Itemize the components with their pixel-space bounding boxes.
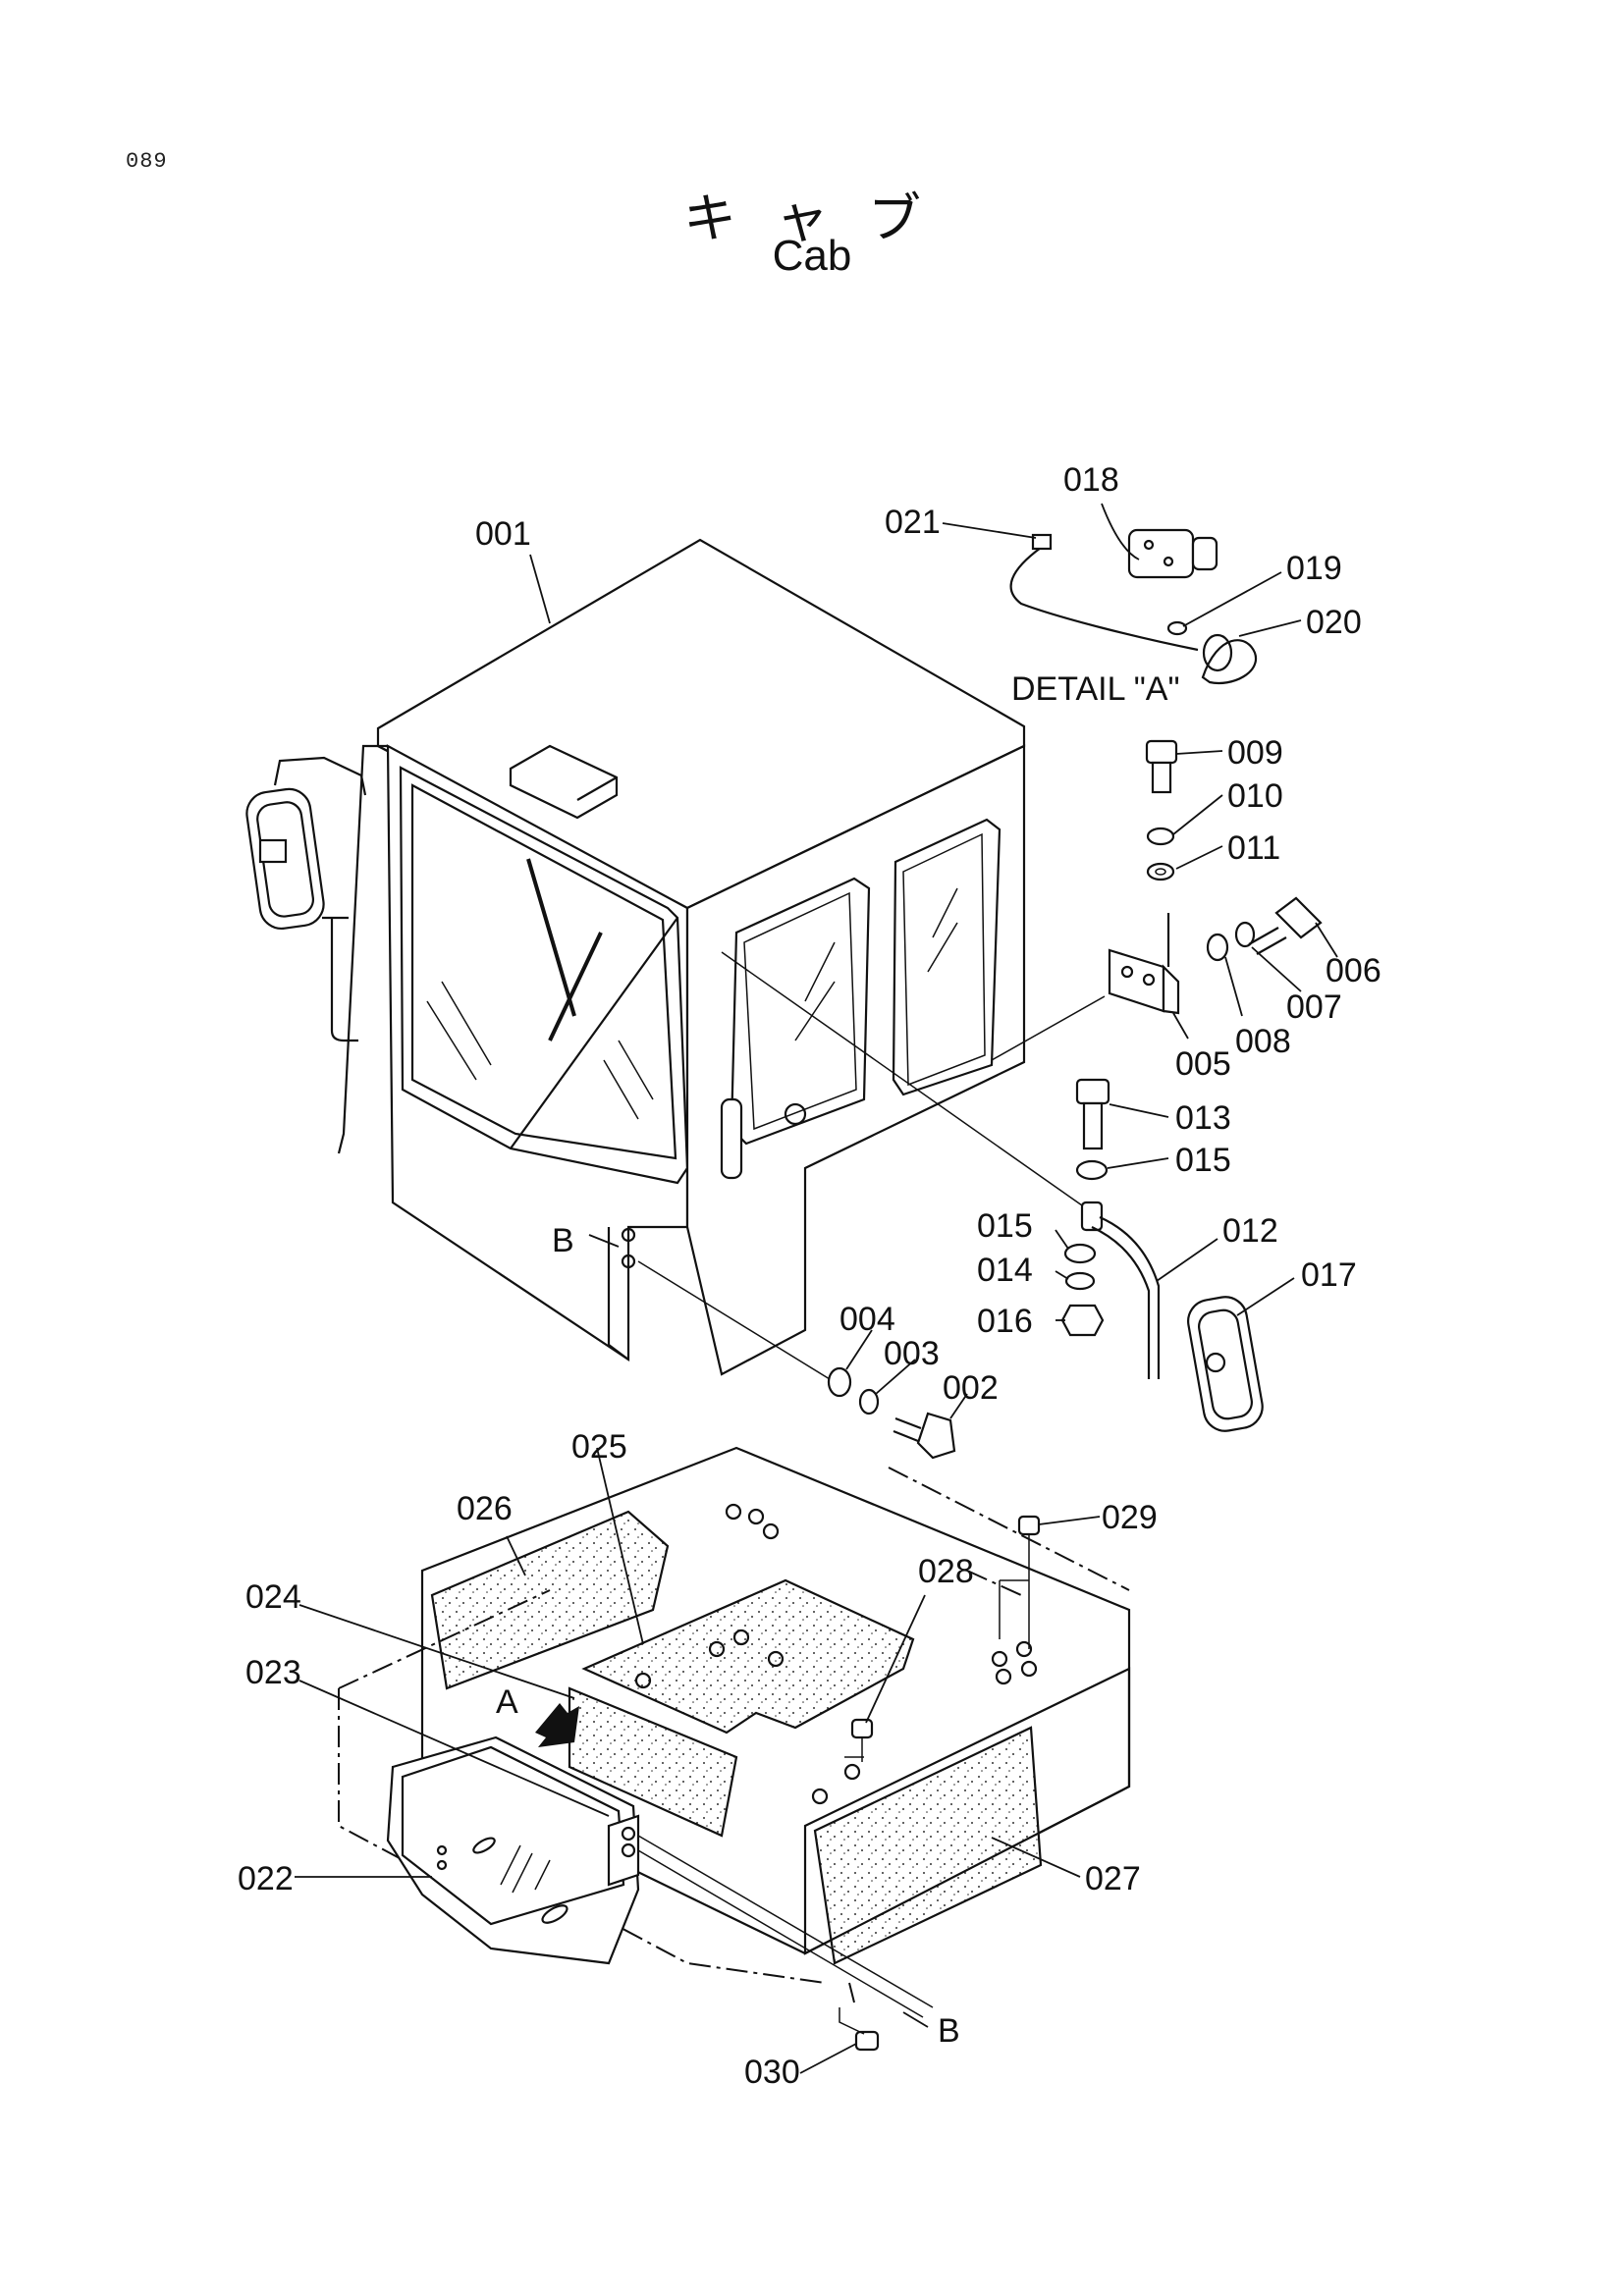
label-010: 010 — [1227, 777, 1283, 815]
left-mirror — [245, 756, 367, 931]
label-006: 006 — [1326, 952, 1381, 989]
nut-028 — [850, 1718, 874, 1739]
floor-mat — [386, 1703, 934, 2018]
part-labels: 001 018 021 019 020 DETAIL "A" 009 010 0… — [238, 461, 1381, 2091]
view-b-upper: B — [552, 1222, 574, 1259]
detail-a — [1009, 528, 1258, 685]
floor-nuts — [839, 1515, 1041, 2052]
label-011: 011 — [1227, 829, 1280, 867]
panel-025 — [581, 1578, 915, 1735]
label-005: 005 — [1175, 1045, 1231, 1083]
label-008: 008 — [1235, 1023, 1291, 1060]
label-025: 025 — [571, 1428, 627, 1466]
label-030: 030 — [744, 2054, 800, 2091]
label-022: 022 — [238, 1860, 294, 1897]
bracket-hardware — [721, 739, 1323, 1379]
label-015-upper: 015 — [1175, 1142, 1231, 1179]
label-012: 012 — [1222, 1212, 1278, 1250]
panel-027 — [813, 1726, 1043, 1965]
label-029: 029 — [1102, 1499, 1158, 1536]
label-027: 027 — [1085, 1860, 1141, 1897]
cab-mount-hardware — [637, 1260, 956, 1460]
label-007: 007 — [1286, 988, 1342, 1026]
view-a: A — [496, 1683, 518, 1721]
right-mirror-017 — [1187, 1296, 1264, 1432]
side-window-right — [892, 818, 1001, 1096]
label-020: 020 — [1306, 604, 1362, 641]
title-english: Cab — [772, 232, 852, 280]
label-003: 003 — [884, 1335, 940, 1372]
nut-030 — [854, 2030, 880, 2052]
page-number: 089 — [126, 149, 168, 174]
label-013: 013 — [1175, 1099, 1231, 1137]
label-002: 002 — [943, 1369, 999, 1407]
label-026: 026 — [457, 1490, 513, 1527]
detail-a-label: DETAIL "A" — [1011, 670, 1180, 708]
roof-vent-icon — [509, 744, 619, 820]
label-015-lower: 015 — [977, 1207, 1033, 1245]
label-024: 024 — [245, 1578, 301, 1616]
label-016: 016 — [977, 1303, 1033, 1340]
leader-lines — [295, 503, 1338, 2074]
panel-026 — [430, 1510, 670, 1690]
label-004: 004 — [839, 1301, 895, 1338]
label-019: 019 — [1286, 550, 1342, 587]
label-021: 021 — [885, 504, 941, 541]
label-009: 009 — [1227, 734, 1283, 772]
title-japanese: キャブ — [683, 187, 960, 249]
label-023: 023 — [245, 1654, 301, 1691]
view-b-lower: B — [938, 2012, 960, 2050]
label-017: 017 — [1301, 1256, 1357, 1294]
label-018: 018 — [1063, 461, 1119, 499]
label-028: 028 — [918, 1553, 974, 1590]
label-014: 014 — [977, 1252, 1033, 1289]
label-001: 001 — [475, 515, 531, 553]
cab-body — [322, 538, 1026, 1376]
nut-029 — [1017, 1515, 1041, 1536]
